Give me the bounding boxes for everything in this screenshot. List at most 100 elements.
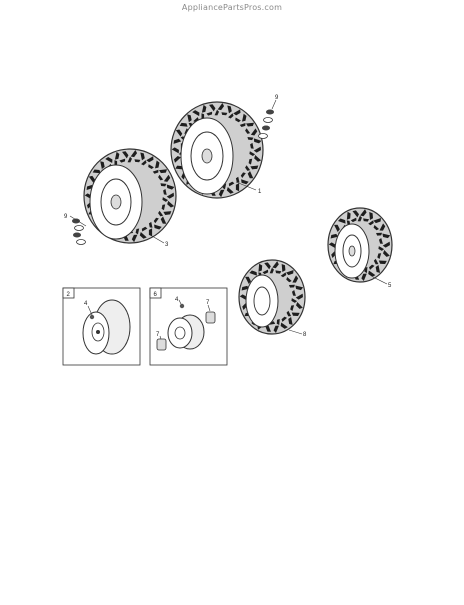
inset-6-leader-4 bbox=[178, 299, 182, 305]
tread-lug bbox=[105, 156, 113, 163]
tread-lug bbox=[193, 117, 199, 123]
tread-lug bbox=[153, 217, 159, 224]
tread-lug bbox=[146, 156, 154, 163]
tread-lug bbox=[159, 169, 168, 174]
tread-lug bbox=[247, 170, 254, 179]
callout-1: 1 bbox=[258, 189, 262, 195]
tread-lug bbox=[173, 156, 181, 163]
tread-lug bbox=[378, 238, 383, 244]
inset-box-6[interactable]: 6 4 7 7 bbox=[149, 287, 228, 366]
inset-6-callout-7a: 7 bbox=[206, 300, 210, 306]
tread-lug bbox=[235, 176, 240, 183]
tread-lug bbox=[154, 224, 162, 230]
inset-6-callout-4: 4 bbox=[175, 297, 179, 303]
tread-lug bbox=[221, 112, 228, 116]
bearing-icon bbox=[156, 338, 167, 351]
valve-stem-icon bbox=[89, 314, 95, 320]
tread-lug bbox=[376, 232, 383, 236]
tread-lug bbox=[245, 128, 251, 134]
tread-lug bbox=[328, 242, 336, 249]
tread-lug bbox=[292, 275, 299, 283]
tread-lug bbox=[291, 298, 298, 303]
hardware-stack-tire-1[interactable] bbox=[258, 99, 277, 139]
tread-lug bbox=[249, 151, 256, 157]
leader-line-1 bbox=[235, 181, 257, 191]
tread-lug bbox=[155, 160, 160, 169]
tread-lug bbox=[291, 290, 296, 296]
tread-lug bbox=[141, 160, 147, 166]
tread-lug bbox=[245, 276, 251, 284]
leader-line-3 bbox=[151, 235, 165, 244]
leader-line-8 bbox=[288, 329, 303, 335]
tire-8[interactable] bbox=[238, 259, 306, 335]
inset-box-2[interactable]: 2 4 bbox=[62, 287, 141, 366]
tread-lug bbox=[330, 233, 339, 239]
tread-lug bbox=[379, 223, 386, 231]
tread-lug bbox=[253, 146, 261, 153]
inset-6-leader-7b bbox=[159, 335, 162, 340]
tread-lug bbox=[163, 188, 167, 195]
tread-lug bbox=[250, 142, 254, 149]
tread-lug bbox=[258, 263, 263, 272]
tire-1[interactable] bbox=[170, 101, 264, 199]
tire-1-hub bbox=[201, 148, 213, 164]
tread-lug bbox=[373, 225, 380, 231]
tread-lug bbox=[253, 138, 262, 144]
tread-lug bbox=[250, 128, 258, 136]
tread-lug bbox=[148, 164, 154, 170]
tread-lug bbox=[334, 224, 340, 232]
inset-6-leader-7a bbox=[207, 304, 211, 312]
tread-lug bbox=[360, 209, 367, 217]
tread-lug bbox=[131, 234, 138, 243]
tread-lug bbox=[192, 110, 200, 117]
tread-lug bbox=[373, 217, 381, 224]
tread-lug bbox=[140, 152, 145, 161]
inset-6-number-box bbox=[149, 287, 162, 299]
tread-lug bbox=[167, 200, 175, 208]
tread-lug bbox=[152, 169, 159, 174]
inset-6-callout-7b: 7 bbox=[156, 332, 160, 338]
hardware-stack-tire-3[interactable] bbox=[69, 215, 87, 245]
tread-lug bbox=[248, 158, 253, 165]
tread-lug bbox=[368, 270, 376, 277]
leader-line-5 bbox=[372, 276, 388, 285]
tread-lug bbox=[240, 172, 246, 178]
tread-lug bbox=[233, 109, 241, 116]
tread-lug bbox=[363, 218, 370, 222]
tread-lug bbox=[173, 138, 182, 144]
tread-lug bbox=[100, 161, 105, 170]
tread-lug bbox=[286, 277, 292, 283]
valve-stem-icon bbox=[179, 303, 185, 309]
tread-lug bbox=[295, 285, 304, 291]
tread-lug bbox=[285, 269, 294, 276]
tread-lug bbox=[286, 310, 292, 317]
tread-lug bbox=[163, 174, 171, 182]
tread-lug bbox=[346, 211, 351, 220]
nut-icon bbox=[262, 125, 270, 131]
tread-lug bbox=[179, 122, 188, 127]
callout-3: 3 bbox=[165, 242, 169, 248]
tread-lug bbox=[295, 293, 303, 300]
watermark: AppliancePartsPros.com bbox=[181, 3, 283, 12]
washer-icon bbox=[74, 225, 84, 231]
tread-lug bbox=[249, 270, 257, 276]
tread-lug bbox=[226, 187, 234, 194]
tread-lug bbox=[350, 217, 357, 223]
tread-lug bbox=[288, 284, 295, 288]
tread-lug bbox=[290, 305, 295, 312]
tread-lug bbox=[235, 183, 240, 192]
inset-2-number: 2 bbox=[67, 292, 71, 298]
tread-lug bbox=[217, 103, 225, 111]
tire-3[interactable] bbox=[83, 148, 177, 244]
rim-hub bbox=[174, 326, 186, 340]
tread-lug bbox=[247, 136, 254, 141]
nut-icon bbox=[72, 218, 80, 224]
leader-line bbox=[271, 99, 277, 110]
tread-lug bbox=[141, 226, 148, 232]
tread-lug bbox=[369, 212, 374, 221]
tread-lug bbox=[158, 210, 164, 217]
tread-lug bbox=[187, 114, 192, 123]
tread-lug bbox=[280, 322, 288, 329]
tread-lug bbox=[357, 215, 362, 222]
tire-5[interactable] bbox=[327, 207, 393, 283]
